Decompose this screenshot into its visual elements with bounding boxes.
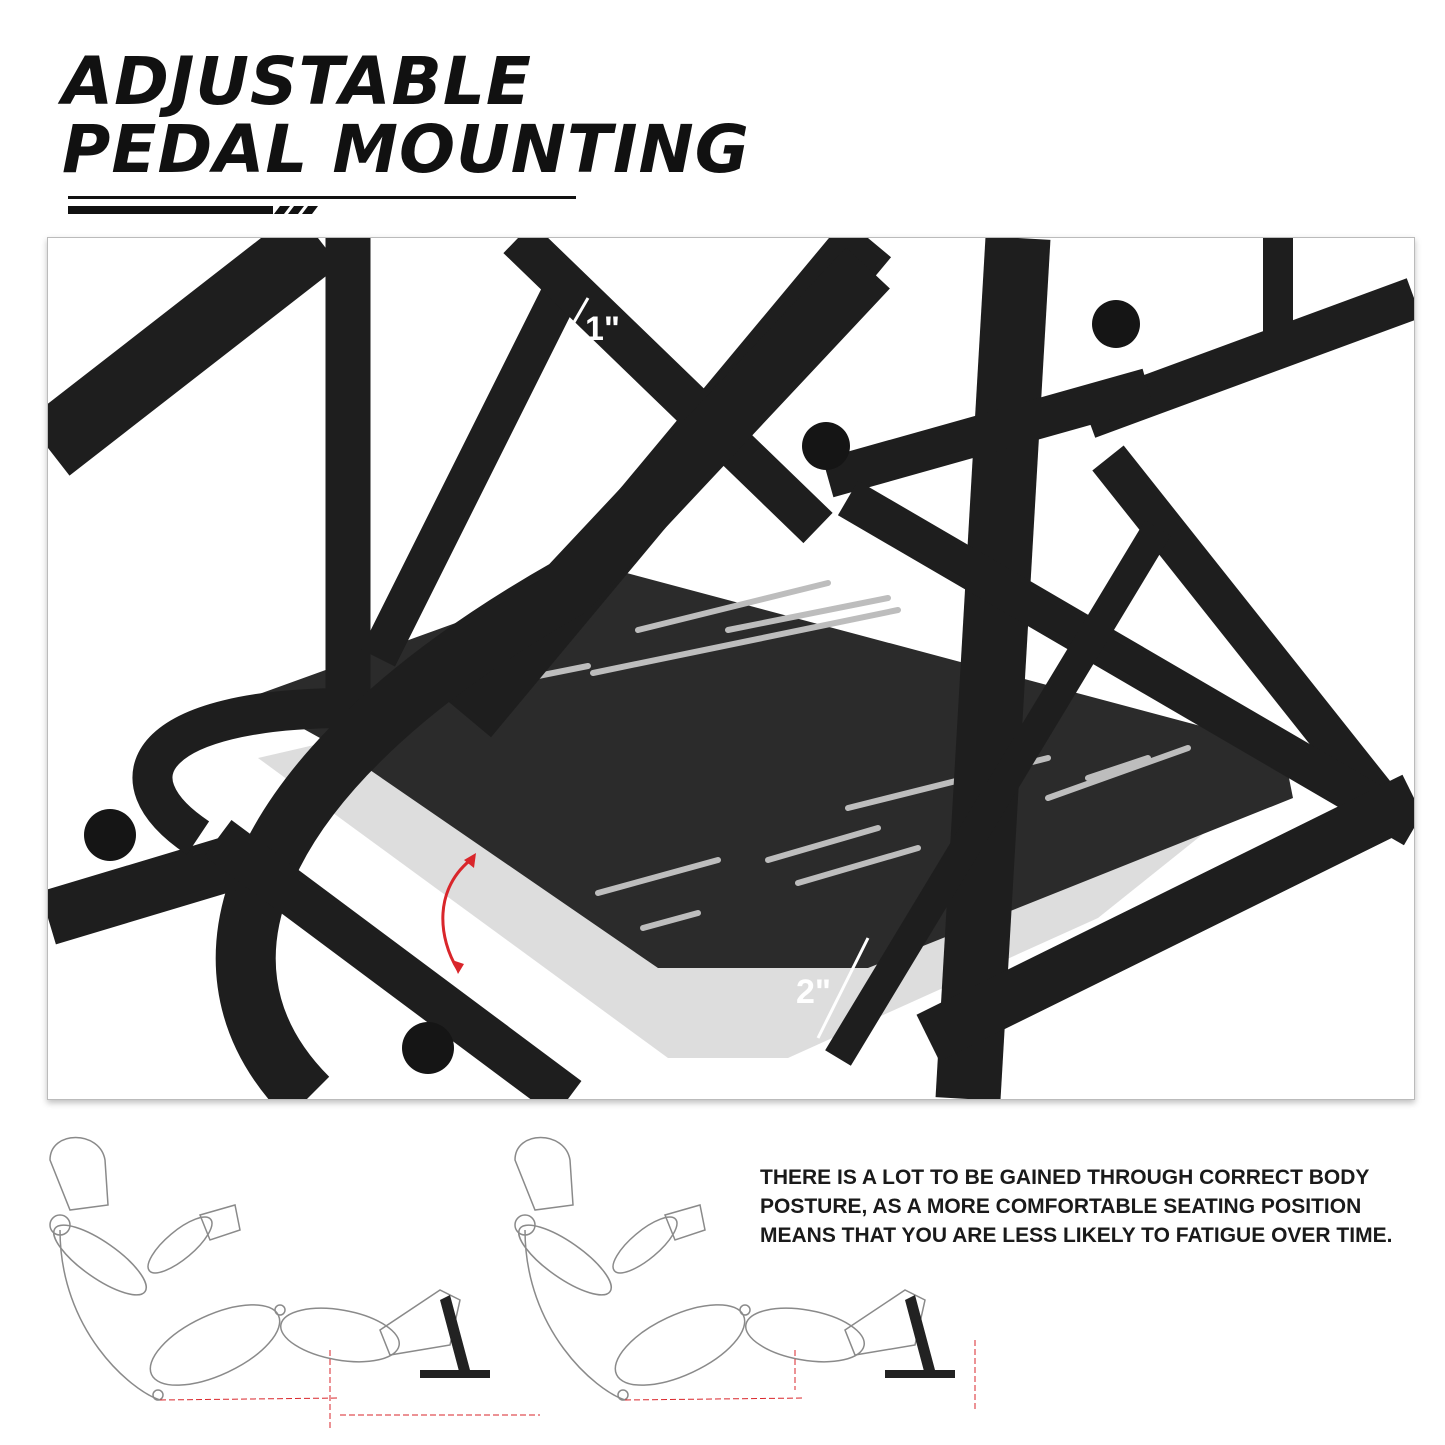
title-underline-decoration <box>68 196 576 214</box>
title-line-2: PEDAL MOUNTING <box>62 111 750 188</box>
adjustment-label-2-inch: 2" <box>796 973 832 1011</box>
adjustment-label-1-inch: 1" <box>585 310 621 348</box>
pedal-mount-illustration <box>48 238 1414 1099</box>
posture-description: THERE IS A LOT TO BE GAINED THROUGH CORR… <box>760 1166 1393 1247</box>
pedal-mount-photo: 1" 2" <box>47 237 1415 1100</box>
posture-diagram-left <box>49 1136 540 1430</box>
posture-diagram-right <box>514 1136 976 1410</box>
title-line-1: ADJUSTABLE <box>62 43 532 120</box>
title-block: ADJUSTABLE PEDAL MOUNTING <box>62 48 750 184</box>
